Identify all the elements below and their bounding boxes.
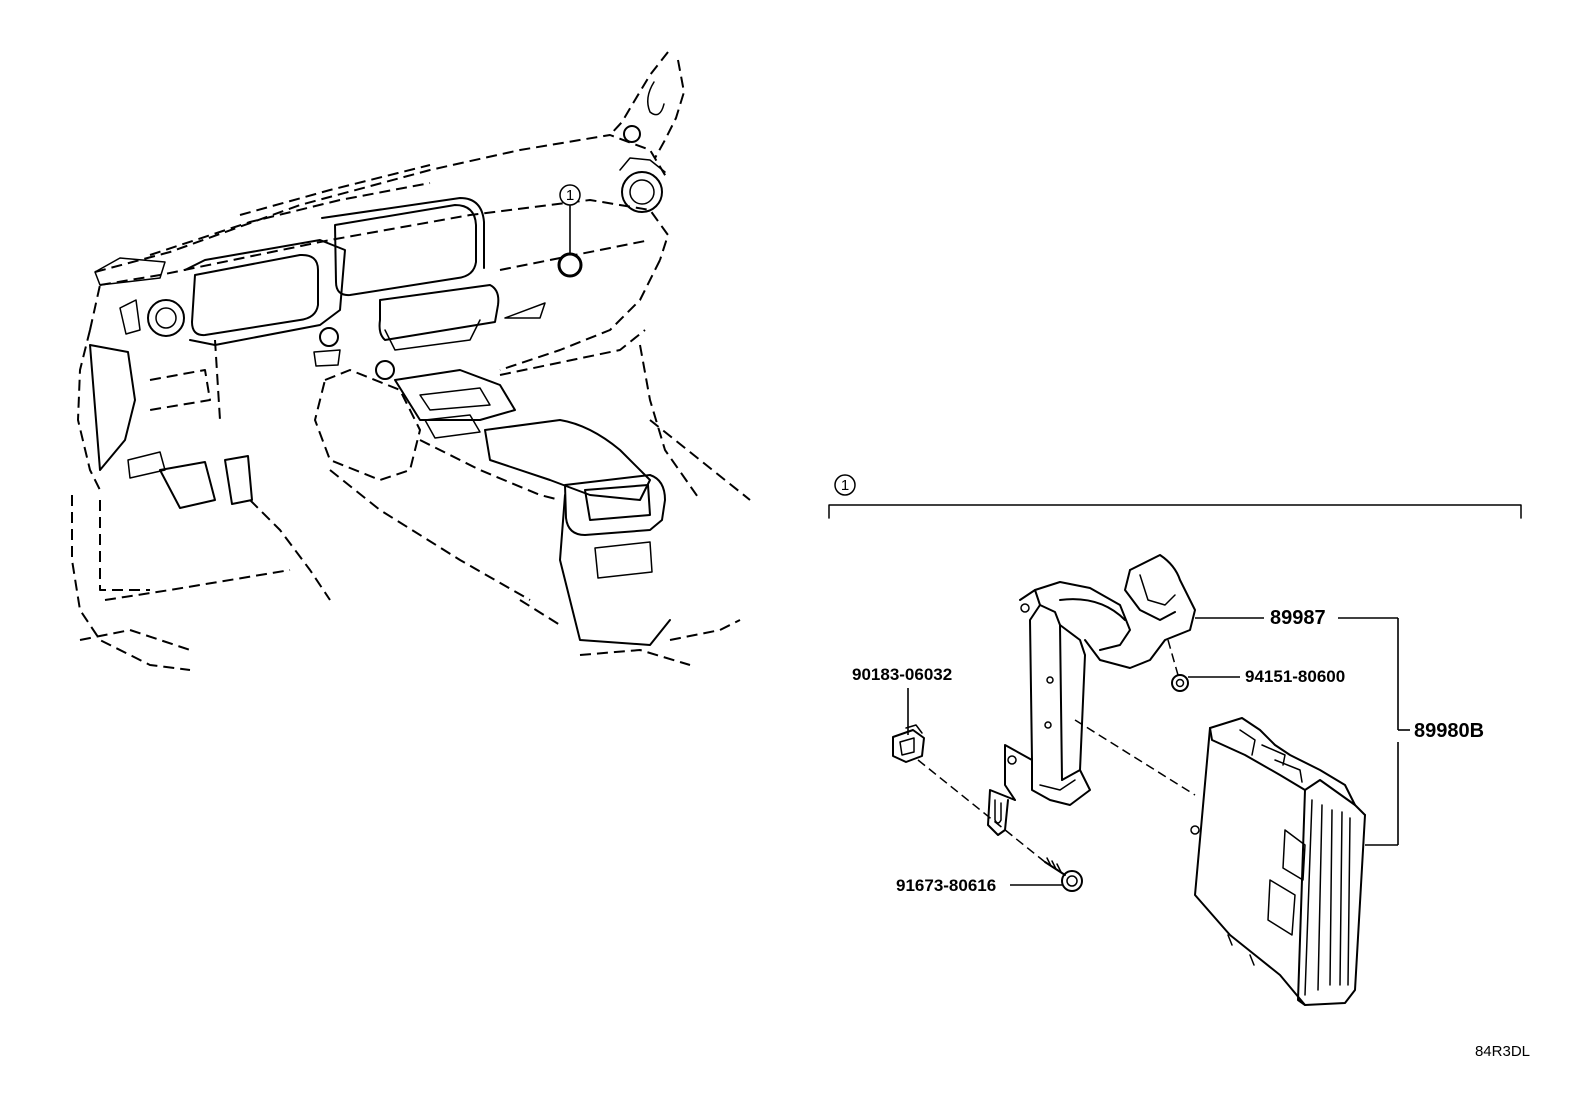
- assembly-group-bracket: 1: [828, 474, 1522, 519]
- part-label-90183-06032: 90183-06032: [852, 665, 952, 684]
- part-label-89987: 89987: [1270, 607, 1326, 629]
- ecu-location-marker: [557, 252, 583, 278]
- part-label-94151-80600: 94151-80600: [1245, 667, 1345, 686]
- clip-90183-drawing: [892, 724, 925, 763]
- vehicle-interior-illustration: [71, 51, 751, 671]
- nut-94151-drawing: [1171, 674, 1189, 692]
- part-label-91673-80616: 91673-80616: [896, 876, 996, 895]
- figure-code: 84R3DL: [1475, 1043, 1530, 1060]
- ecu-89980b-drawing: [1190, 717, 1366, 1006]
- bolt-91673-drawing: [1044, 857, 1083, 892]
- bracket-89987-drawing: [987, 554, 1196, 836]
- callout-marker-on-dashboard: 1: [557, 184, 583, 278]
- leader-lines: [907, 617, 1410, 886]
- part-label-89980b: 89980B: [1414, 720, 1484, 742]
- group-callout-text: 1: [841, 477, 849, 494]
- callout-marker-text: 1: [566, 187, 574, 204]
- assembly-dashed-lines: [917, 639, 1196, 863]
